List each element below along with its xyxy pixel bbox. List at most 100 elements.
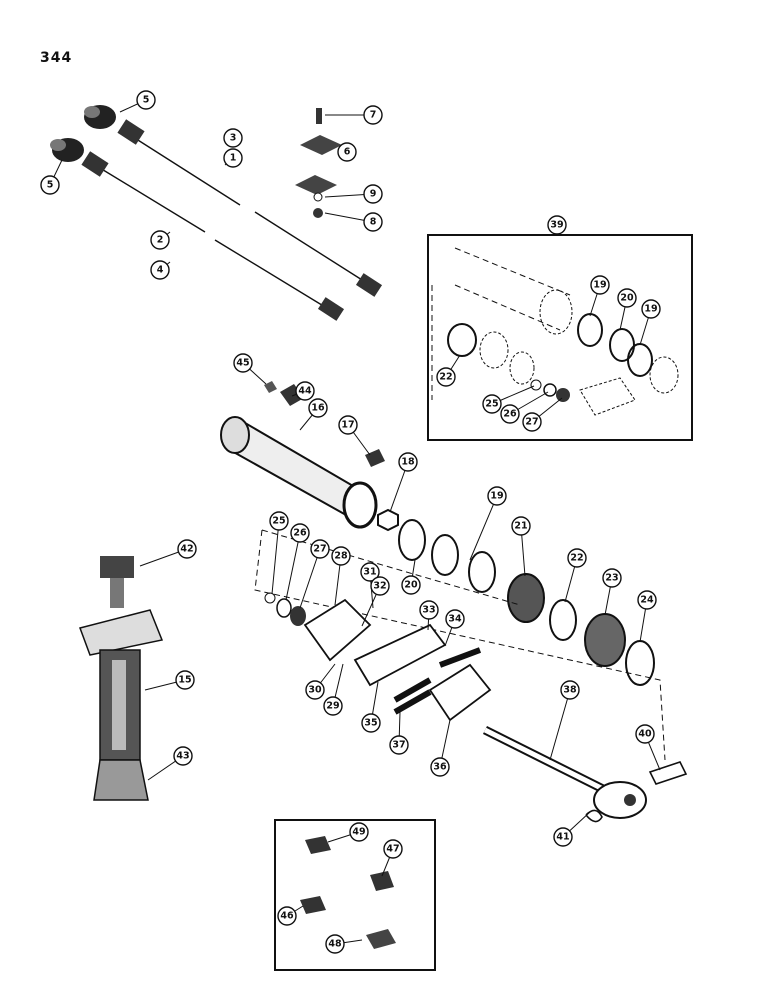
callout-circle <box>338 415 358 435</box>
cylinder-elbow <box>365 449 385 467</box>
plate-28 <box>303 598 372 662</box>
callout-35: 35 <box>361 713 381 733</box>
clamp-bolt <box>316 108 322 124</box>
callout-circle <box>436 367 456 387</box>
callout-40: 40 <box>635 724 655 744</box>
hose-fitting-upper <box>84 105 116 129</box>
callout-circle <box>223 148 243 168</box>
callout-label: 20 <box>620 293 634 304</box>
callout-36: 36 <box>430 757 450 777</box>
callout-8: 8 <box>363 212 383 232</box>
callout-label: 19 <box>593 280 606 291</box>
callout-label: 1 <box>230 153 237 164</box>
callout-circle <box>269 511 289 531</box>
callout-label: 6 <box>344 147 351 158</box>
callout-1: 1 <box>223 148 243 168</box>
callout-label: 7 <box>370 110 377 121</box>
callout-label: 26 <box>293 528 307 539</box>
fitting-45 <box>264 381 277 393</box>
callout-circle <box>398 452 418 472</box>
callout-label: 37 <box>392 740 405 751</box>
callout-39: 39 <box>547 215 567 235</box>
callout-17: 17 <box>338 415 358 435</box>
plate-32 <box>353 623 447 687</box>
callout-5: 5 <box>136 90 156 110</box>
callout-label: 30 <box>308 685 322 696</box>
callout-circle <box>308 398 328 418</box>
callout-49: 49 <box>349 822 369 842</box>
callout-26: 26 <box>290 523 310 543</box>
callout-27: 27 <box>310 539 330 559</box>
callout-2: 2 <box>150 230 170 250</box>
callout-circle <box>223 128 243 148</box>
clamp-lower <box>295 175 337 195</box>
callout-47: 47 <box>383 839 403 859</box>
callout-label: 25 <box>272 516 285 527</box>
jack-stand <box>79 556 164 801</box>
callout-label: 43 <box>176 751 189 762</box>
callout-label: 29 <box>326 701 339 712</box>
callout-circle <box>567 548 587 568</box>
callout-circle <box>389 735 409 755</box>
clamp-washer <box>313 192 323 202</box>
callout-circle <box>482 394 502 414</box>
callout-label: 5 <box>143 95 150 106</box>
gland-components <box>264 592 492 722</box>
callout-circle <box>617 288 637 308</box>
callout-label: 24 <box>640 595 654 606</box>
leader-line-27 <box>299 548 321 609</box>
callout-23: 23 <box>602 568 622 588</box>
callout-9: 9 <box>363 184 383 204</box>
callout-label: 44 <box>298 386 312 397</box>
callout-circle <box>401 575 421 595</box>
callout-45: 45 <box>233 353 253 373</box>
callout-label: 2 <box>157 235 164 246</box>
callout-circle <box>641 299 661 319</box>
callout-circle <box>383 839 403 859</box>
callout-38: 38 <box>560 680 580 700</box>
hydraulic-hoses <box>50 105 383 321</box>
callout-32: 32 <box>370 576 390 596</box>
callout-label: 25 <box>485 399 498 410</box>
callout-label: 47 <box>386 844 399 855</box>
callout-3: 3 <box>223 128 243 148</box>
callout-label: 35 <box>364 718 377 729</box>
callout-circle <box>547 215 567 235</box>
inset-box-fittings <box>274 819 436 971</box>
callout-circle <box>430 757 450 777</box>
callout-label: 28 <box>334 551 348 562</box>
callout-circle <box>635 724 655 744</box>
callout-label: 32 <box>373 581 386 592</box>
callout-41: 41 <box>553 827 573 847</box>
callout-label: 15 <box>178 675 191 686</box>
callout-26: 26 <box>500 404 520 424</box>
link-36 <box>428 663 492 722</box>
callout-24: 24 <box>637 590 657 610</box>
callout-25: 25 <box>269 511 289 531</box>
callout-circle <box>136 90 156 110</box>
callout-circle <box>560 680 580 700</box>
callout-circle <box>590 275 610 295</box>
piston-21 <box>507 573 545 623</box>
callout-label: 5 <box>47 180 54 191</box>
callout-circle <box>233 353 253 373</box>
callout-circle <box>310 539 330 559</box>
callout-label: 17 <box>341 420 354 431</box>
leader-line-25 <box>271 520 280 595</box>
callout-circle <box>553 827 573 847</box>
callout-19: 19 <box>590 275 610 295</box>
callout-circle <box>323 696 343 716</box>
callout-circle <box>445 609 465 629</box>
callout-label: 20 <box>404 580 418 591</box>
callout-label: 19 <box>644 304 657 315</box>
callout-15: 15 <box>175 670 195 690</box>
callout-33: 33 <box>419 600 439 620</box>
callout-circle <box>290 523 310 543</box>
leader-line-19 <box>469 495 498 561</box>
callout-circle <box>177 539 197 559</box>
leader-line-26 <box>285 532 301 601</box>
callout-label: 42 <box>180 544 193 555</box>
inset-box-39 <box>427 234 693 441</box>
callout-29: 29 <box>323 696 343 716</box>
